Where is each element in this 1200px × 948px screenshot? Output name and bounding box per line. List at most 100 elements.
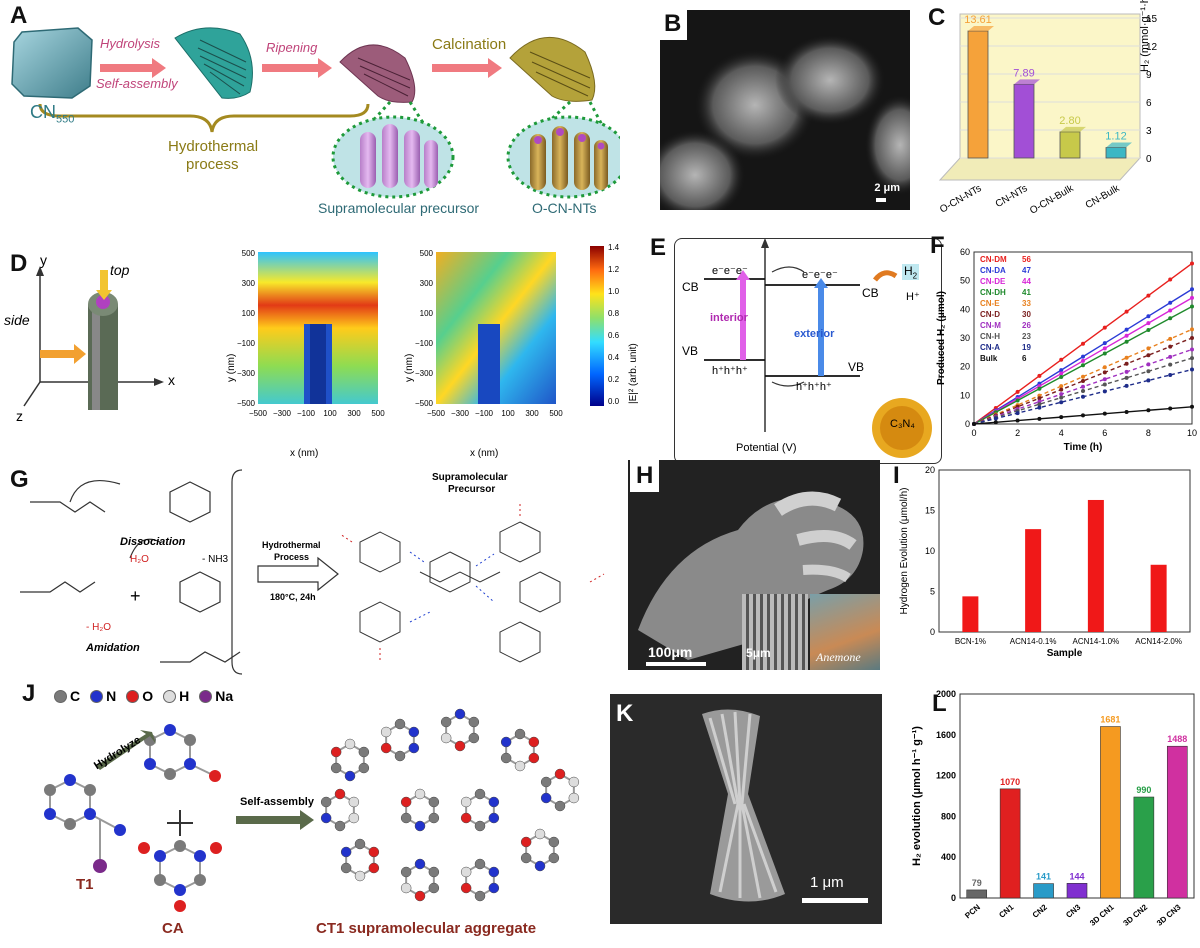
panel-label-k: K [616, 700, 634, 727]
atom-sphere [454, 708, 466, 720]
atom-sphere [408, 742, 420, 754]
legend-item-atom: Na [199, 688, 233, 704]
bar-l [999, 788, 1021, 899]
ytick-c: 0 [1146, 154, 1152, 165]
series-point-f [1190, 261, 1194, 266]
atom-sphere [474, 890, 486, 902]
series-point-f [1037, 396, 1042, 401]
scale-bar-k [802, 898, 868, 903]
band-diagram [704, 238, 932, 458]
bar-i [962, 596, 979, 632]
ytick-i: 20 [925, 465, 935, 475]
atom-sphere [368, 846, 380, 858]
xtick-d: 100 [323, 409, 337, 418]
bar-value-l: 79 [972, 878, 982, 888]
series-point-f [1081, 354, 1085, 359]
atom-sphere [440, 732, 452, 744]
ytick-d: 500 [420, 249, 434, 258]
xtick-f: 2 [1015, 428, 1020, 438]
series-point-f [1124, 339, 1129, 344]
ytick-c: 6 [1146, 98, 1152, 109]
series-point-f [1124, 309, 1129, 314]
xtick-d: −300 [451, 409, 470, 418]
ytick-i: 0 [930, 627, 935, 637]
xtick-f: 4 [1059, 428, 1064, 438]
legend-name-f: CN-DE [980, 277, 1006, 286]
bar-c [1013, 83, 1035, 159]
bar-l [1066, 883, 1088, 899]
ytick-l: 1200 [936, 771, 956, 781]
series-point-f [1081, 413, 1085, 418]
xtick-f: 10 [1187, 428, 1197, 438]
xtick-c: CN-NTs [994, 183, 1030, 210]
legend-item-atom: O [126, 688, 153, 704]
legend-item-atom: C [54, 688, 80, 704]
xtick-d: −500 [249, 409, 268, 418]
atom-sphere [514, 728, 526, 740]
panel-g-reaction-scheme [20, 469, 605, 675]
series-point-f [1168, 406, 1173, 411]
cn550-block-shape [11, 27, 93, 99]
ylabel-map2: y (nm) [404, 353, 415, 382]
xtick-c: O-CN-Bulk [1028, 183, 1076, 217]
atom-sphere [520, 836, 532, 848]
cbar-tick: 0.6 [608, 331, 620, 340]
series-point-f [1102, 341, 1107, 346]
atom-sphere [354, 838, 366, 850]
panel-label-a: A [10, 2, 28, 29]
legend-value-f: 44 [1022, 277, 1031, 286]
process-label-g3: 180°C, 24h [270, 592, 316, 602]
series-point-f [1124, 361, 1129, 366]
scale-bar-label-b: 2 μm [874, 182, 900, 194]
atom-sphere [414, 858, 426, 870]
series-point-f [1059, 371, 1064, 376]
atom-sphere [540, 792, 552, 804]
panel-g: G Dissociation Amidation H₂O - H₂O [0, 462, 620, 677]
series-point-f [1190, 295, 1194, 300]
bar-l [1033, 883, 1054, 899]
atom-sphere [468, 716, 480, 728]
series-point-f [1124, 355, 1129, 360]
atom-sphere [554, 800, 566, 812]
ytick-d: −100 [237, 339, 256, 348]
series-point-f [1146, 314, 1151, 319]
xtick-f: 8 [1146, 428, 1151, 438]
series-point-f [1190, 404, 1194, 409]
atom-sphere [520, 852, 532, 864]
series-point-f [1015, 411, 1020, 416]
legend-name-f: CN-E [980, 299, 1000, 308]
atom-sphere [488, 796, 500, 808]
atom-label: H [179, 688, 190, 704]
atom-sphere [380, 742, 392, 754]
atom-sphere [414, 820, 426, 832]
ytick-d: 300 [242, 279, 256, 288]
ytick-c: 3 [1146, 126, 1152, 137]
series-point-f [1102, 377, 1107, 382]
legend-value-f: 41 [1022, 288, 1031, 297]
bar-value-l: 990 [1136, 785, 1151, 795]
bar-c [1059, 131, 1081, 159]
series-point-f [1146, 353, 1151, 358]
series-point-f [1059, 368, 1064, 373]
atom-sphere [474, 858, 486, 870]
ytick-l: 2000 [936, 689, 956, 699]
cn550-label: CN550 [30, 102, 75, 126]
ytick-d: −100 [415, 339, 434, 348]
series-point-f [1190, 367, 1194, 372]
atom-sphere [330, 762, 342, 774]
series-point-f [1168, 300, 1173, 305]
series-point-f [1037, 386, 1042, 391]
atom-label: O [142, 688, 154, 704]
series-point-f [1015, 418, 1020, 423]
bar-c [1105, 147, 1127, 159]
atom-sphere [380, 726, 392, 738]
ytick-c: 12 [1146, 42, 1158, 53]
series-point-f [993, 416, 998, 421]
vb-right: VB [848, 360, 865, 374]
panel-label-d: D [10, 250, 28, 277]
xtick-c: O-CN-NTs [938, 183, 983, 216]
ca-label: CA [162, 920, 184, 937]
dissociation-label: Dissociation [120, 536, 186, 548]
ytick-l: 0 [951, 893, 956, 903]
bar-i [1025, 529, 1042, 632]
